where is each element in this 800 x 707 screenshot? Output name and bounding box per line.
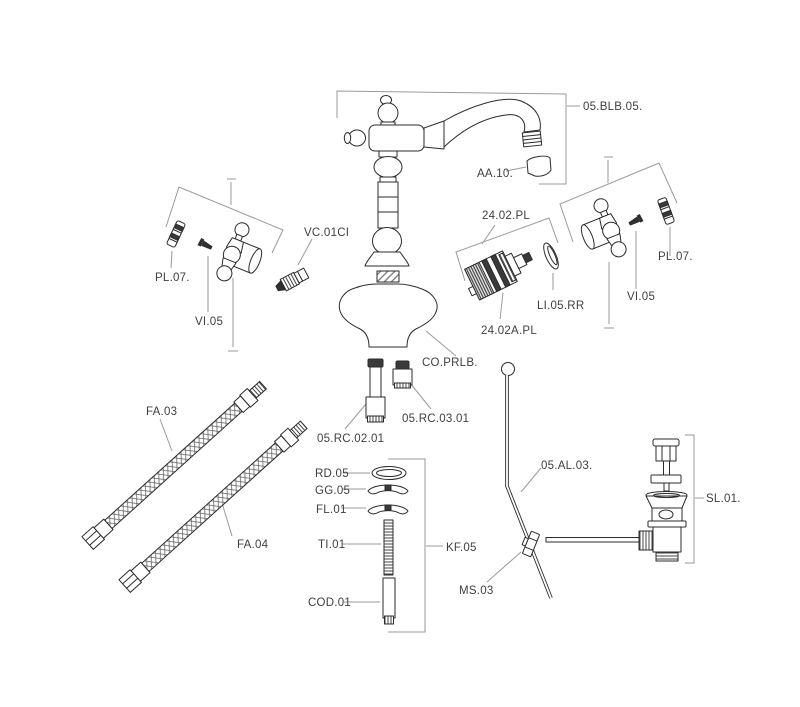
screw-left-part bbox=[197, 237, 213, 250]
gasket-upper-part bbox=[367, 484, 409, 495]
handle-left-part bbox=[216, 222, 263, 282]
label-screw-right: VI.05 bbox=[627, 291, 655, 303]
connector-short-leader bbox=[409, 382, 432, 410]
label-fixing-kit-group: KF.05 bbox=[446, 542, 477, 554]
drain-assembly-part bbox=[638, 438, 688, 562]
reference-lines bbox=[159, 90, 704, 633]
left-handle-bracket bbox=[165, 186, 284, 254]
threaded-rod-part bbox=[383, 519, 394, 576]
cartridge-group-leader bbox=[481, 224, 496, 245]
gasket-lower-part bbox=[367, 504, 409, 515]
body-part bbox=[338, 270, 438, 348]
clip-part bbox=[521, 530, 540, 558]
connector-short-part bbox=[392, 360, 413, 389]
label-oring: RD.05 bbox=[315, 468, 349, 480]
label-screw-left: VI.05 bbox=[195, 316, 223, 328]
screw-right-part bbox=[628, 213, 644, 226]
handle-right-part bbox=[580, 198, 627, 258]
spout-curve bbox=[443, 98, 541, 148]
hose-1-leader bbox=[159, 418, 173, 452]
spout-column bbox=[377, 181, 399, 229]
label-gasket-lower: FL.01 bbox=[316, 504, 347, 516]
label-valve: VC.01CI bbox=[304, 227, 349, 239]
label-cartridge-group: 24.02.PL bbox=[482, 210, 530, 222]
aerator-part bbox=[526, 155, 552, 177]
label-clip: MS.03 bbox=[459, 585, 494, 597]
label-connector-short: 05.RC.03.01 bbox=[402, 413, 469, 425]
label-connector-long: 05.RC.02.01 bbox=[317, 433, 384, 445]
label-gasket-upper: GG.05 bbox=[315, 485, 350, 497]
hose-1-braid bbox=[104, 402, 243, 529]
lift-rod-leader bbox=[520, 467, 542, 493]
spout-group-bracket bbox=[336, 90, 567, 185]
valve-leader bbox=[297, 238, 313, 266]
label-hose-2: FA.04 bbox=[237, 539, 269, 551]
hose-2-braid bbox=[141, 442, 284, 572]
right-handle-bracket bbox=[559, 162, 678, 243]
label-spout-group: 05.BLB.05. bbox=[583, 101, 642, 113]
labels: 05.BLB.05. AA.10. VC.01CI PL.07. VI.05 2… bbox=[146, 101, 741, 609]
label-rod: COD.01 bbox=[308, 597, 351, 609]
fixing-kit-bracket bbox=[388, 458, 426, 633]
label-threaded-rod: TI.01 bbox=[318, 539, 345, 551]
label-ring: LI.05.RR bbox=[537, 300, 584, 312]
clip-leader bbox=[486, 551, 522, 583]
label-aerator: AA.10. bbox=[477, 168, 513, 180]
plug-left-part bbox=[166, 220, 186, 248]
label-lift-rod: 05.AL.03. bbox=[541, 460, 592, 472]
hose-2-leader bbox=[221, 502, 233, 537]
spout-assembly bbox=[343, 95, 543, 267]
cartridge-bracket bbox=[455, 217, 559, 282]
spout-finial-ball bbox=[377, 102, 399, 124]
aerator-leader bbox=[505, 166, 527, 172]
body-leader bbox=[425, 330, 457, 357]
label-plug-right: PL.07. bbox=[658, 251, 693, 263]
label-cartridge: 24.02A.PL bbox=[481, 325, 537, 337]
label-body: CO.PRLB. bbox=[422, 357, 478, 369]
spout-cross-body bbox=[368, 124, 425, 152]
hose-1-part bbox=[81, 380, 267, 550]
cartridge-leader bbox=[499, 292, 504, 320]
lift-rod-part bbox=[501, 362, 553, 599]
drain-bracket bbox=[685, 434, 695, 564]
label-drain-group: SL.01. bbox=[706, 493, 741, 505]
valve-part bbox=[275, 267, 310, 292]
connector-long-leader bbox=[344, 403, 367, 430]
oring-part bbox=[371, 466, 407, 480]
plug-right-part bbox=[657, 197, 675, 225]
spout-thread-tip bbox=[521, 130, 543, 148]
horizontal-rod-part bbox=[545, 537, 640, 543]
cartridge-part bbox=[464, 250, 533, 301]
ring-part bbox=[543, 242, 559, 270]
hose-2-part bbox=[118, 420, 308, 593]
connector-long-part bbox=[365, 358, 386, 423]
plug-left-leader bbox=[170, 250, 173, 269]
label-hose-1: FA.03 bbox=[146, 406, 177, 418]
label-plug-left: PL.07. bbox=[155, 272, 190, 284]
rod-part bbox=[382, 577, 396, 625]
